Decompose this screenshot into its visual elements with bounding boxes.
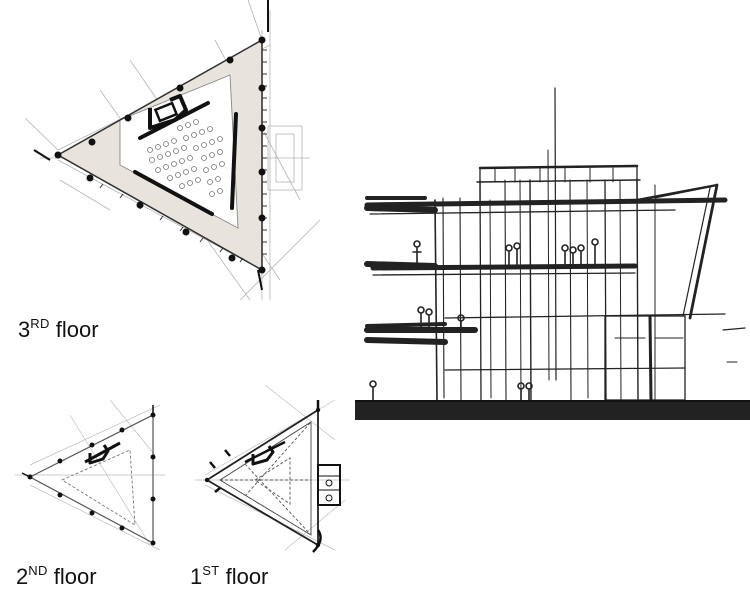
first-floor-label: 1ST floor — [190, 563, 269, 589]
second-floor-label: 2ND floor — [16, 563, 97, 589]
second-floor-plan — [15, 399, 165, 551]
third-floor-plan — [24, 0, 321, 301]
first-floor-plan — [195, 384, 350, 553]
elevation-sketch — [355, 87, 750, 420]
third-floor-label: 3RD floor — [18, 316, 99, 342]
